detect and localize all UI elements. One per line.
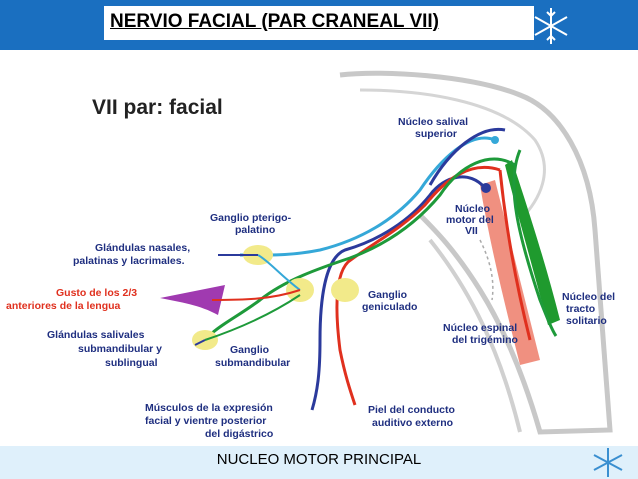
label-nucleo-salival-1: Núcleo salival [398,116,468,128]
label-glandulas-nasales-2: palatinas y lacrimales. [73,255,185,267]
label-musculos-1: Músculos de la expresión [145,402,273,414]
label-nucleo-tracto-2: tracto [566,303,595,315]
label-nucleo-motor-1: Núcleo [455,203,490,215]
snowflake-icon [593,448,623,477]
secretory-fiber [239,136,496,257]
title-bar: NERVIO FACIAL (PAR CRANEAL VII) [0,0,638,50]
label-nucleo-tracto-3: solitario [566,315,607,327]
label-glandulas-saliv-2: submandibular y [78,343,162,355]
label-glandulas-saliv-3: sublingual [105,357,158,369]
label-nucleo-espinal-1: Núcleo espinal [443,322,517,334]
label-nucleo-motor-2: motor del [446,214,494,226]
diagram-heading: VII par: facial [92,96,223,119]
label-ganglio-gen-1: Ganglio [368,289,407,301]
brainstem-lower [428,238,522,433]
label-nucleo-espinal-2: del trigémino [452,334,518,346]
motor-fiber [310,175,487,411]
tongue-region [160,285,225,315]
label-gusto-1: Gusto de los 2/3 [56,287,137,299]
brainstem-outline [339,70,613,435]
label-ganglio-ptp-1: Ganglio pterigo- [210,212,292,224]
facial-nerve-diagram: VII par: facial Núcleo salival superior … [6,70,615,440]
label-piel-1: Piel del conducto [368,404,455,416]
label-piel-2: auditivo externo [372,417,453,429]
solitary-nucleus [505,160,560,325]
label-musculos-3: del digástrico [205,428,273,440]
footer-caption: NUCLEO MOTOR PRINCIPAL [216,451,422,468]
label-ganglio-gen-2: geniculado [362,301,417,313]
parasympathetic-fiber [208,157,516,337]
title-box: NERVIO FACIAL (PAR CRANEAL VII) [104,6,534,40]
label-ganglio-ptp-2: palatino [235,224,275,236]
label-glandulas-saliv-1: Glándulas salivales [47,329,145,341]
label-musculos-2: facial y vientre posterior [145,415,266,427]
geniculate-ganglion-right [331,278,359,302]
page-title: NERVIO FACIAL (PAR CRANEAL VII) [110,11,440,32]
label-glandulas-nasales-1: Glándulas nasales, [95,242,190,254]
snowflake-icon [534,8,568,44]
label-nucleo-tracto-1: Núcleo del [562,291,615,303]
label-gusto-2: anteriores de la lengua [6,300,121,312]
footer-bar [0,446,638,479]
label-ganglio-sub-1: Ganglio [230,344,269,356]
brainstem-inner [359,88,546,222]
label-nucleo-salival-2: superior [415,128,457,140]
label-nucleo-motor-3: VII [465,225,478,237]
label-ganglio-sub-2: submandibular [215,357,290,369]
sensory-fiber [335,165,532,406]
